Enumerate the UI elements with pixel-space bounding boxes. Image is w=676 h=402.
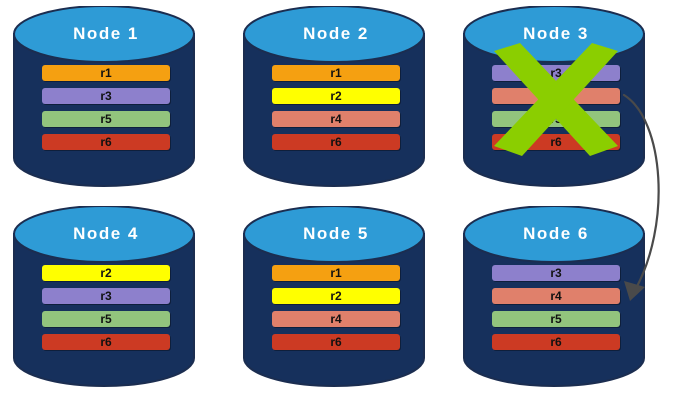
replica-list: r3 r4 r5 r6 — [458, 206, 654, 394]
replica-bar[interactable]: r2 — [42, 265, 170, 281]
replica-bar[interactable]: r5 — [492, 111, 620, 127]
replica-bar[interactable]: r2 — [272, 88, 400, 104]
replica-list: r1 r2 r4 r6 — [238, 206, 434, 394]
cylinder-top — [13, 6, 195, 63]
replica-bar[interactable]: r4 — [272, 311, 400, 327]
cylinder-top — [13, 206, 195, 263]
replica-bar[interactable]: r6 — [492, 134, 620, 150]
replica-bar[interactable]: r4 — [272, 111, 400, 127]
replica-bar[interactable]: r2 — [272, 288, 400, 304]
replica-bar[interactable]: r1 — [42, 65, 170, 81]
replica-bar[interactable]: r6 — [42, 134, 170, 150]
replica-bar[interactable]: r4 — [492, 88, 620, 104]
replica-bar[interactable]: r3 — [492, 265, 620, 281]
replica-list: r2 r3 r5 r6 — [8, 206, 204, 394]
replica-bar[interactable]: r3 — [42, 288, 170, 304]
replica-bar[interactable]: r6 — [42, 334, 170, 350]
cylinder-top — [243, 206, 425, 263]
replica-list: r1 r2 r4 r6 — [238, 6, 434, 194]
cylinder-top — [243, 6, 425, 63]
replica-bar[interactable]: r3 — [42, 88, 170, 104]
replica-bar[interactable]: r5 — [492, 311, 620, 327]
replica-bar[interactable]: r5 — [42, 111, 170, 127]
replica-bar[interactable]: r6 — [492, 334, 620, 350]
replica-bar[interactable]: r4 — [492, 288, 620, 304]
replica-bar[interactable]: r1 — [272, 65, 400, 81]
replica-bar[interactable]: r6 — [272, 134, 400, 150]
replica-list: r3 r4 r5 r6 — [458, 6, 654, 194]
replica-list: r1 r3 r5 r6 — [8, 6, 204, 194]
replica-bar[interactable]: r5 — [42, 311, 170, 327]
replica-bar[interactable]: r3 — [492, 65, 620, 81]
replica-bar[interactable]: r6 — [272, 334, 400, 350]
replica-bar[interactable]: r1 — [272, 265, 400, 281]
